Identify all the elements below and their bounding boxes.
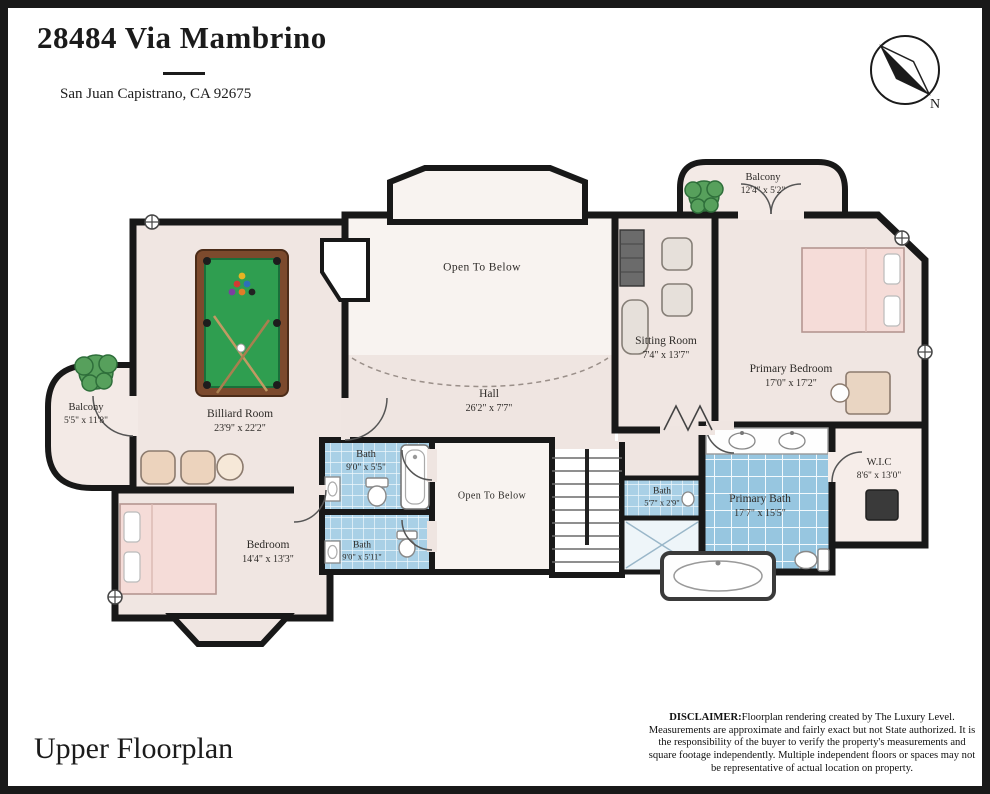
doors [92,183,863,552]
wic-walls [828,421,929,549]
room-name: Hall [479,388,499,401]
floorplan-level-title: Upper Floorplan [34,732,234,765]
room-name: Bedroom [246,539,290,552]
room-name: Balcony [745,172,781,184]
room-name: Primary Bedroom [749,363,833,376]
room-label-open-to-below-mid: Open To Below [458,490,526,503]
room-label-bedroom: Bedroom 14'4" x 13'3" [242,538,294,566]
room-label-open-to-below-top: Open To Below [443,261,521,276]
balcony-top-walls [677,159,848,218]
pool-table [195,249,289,397]
room-label-balcony-left: Balcony 5'5" x 11'8" [64,401,108,427]
room-label-bath-upper: Bath 9'0" x 5'5" [346,448,386,474]
room-dims: 8'6" x 13'0" [856,470,902,481]
room-label-bath-small: Bath 5'7" x 2'9" [644,485,680,508]
room-name: Open To Below [457,490,527,502]
room-dims: 26'2" x 7'7" [465,402,513,414]
furniture [119,229,905,595]
bathtub-bay [660,551,776,601]
primary-bath-vanity [705,427,829,455]
primary-bed [801,247,905,333]
room-label-bath-lower: Bath 9'0" x 5'11" [342,539,381,562]
hall-area [345,355,615,445]
room-label-primary-bath: Primary Bath 17'7" x 15'5" [729,492,791,520]
billiard-armchairs [140,450,244,485]
bathtub-upper-bath [400,444,430,510]
room-label-billiard-room: Billiard Room 23'9" x 22'2" [207,407,273,435]
chimney-niche [320,238,370,302]
top-bay-window [387,165,588,225]
toilet-upper-bath [365,477,389,507]
bedroom-bay-window [165,613,295,647]
room-label-hall: Hall 26'2" x 7'7" [466,387,513,415]
room-name: Sitting Room [635,335,697,348]
room-dims: 9'0" x 5'11" [342,551,382,562]
page-title: 28484 Via Mambrino [37,20,327,55]
disclaimer-label: DISCLAIMER: [669,712,742,723]
window-icon [917,344,933,360]
window-icon [144,214,160,230]
room-name: Bath [353,540,371,551]
room-dims: 12'4" x 5'2" [740,185,786,196]
window-icon [894,230,910,246]
room-dims: 5'7" x 2'9" [644,497,680,508]
room-dims: 14'4" x 13'3" [242,553,294,565]
balcony-left-walls [45,362,136,491]
sink-upper-bath [324,476,341,502]
room-name: Primary Bath [729,493,791,506]
room-label-wic: W.I.C 8'6" x 13'0" [857,456,901,482]
toilet-lower-bath [396,530,418,558]
room-label-balcony-top: Balcony 12'4" x 5'2" [741,171,785,197]
room-name: Balcony [68,402,104,414]
stairwell-void [429,437,555,575]
rooms-walls [111,165,929,647]
compass-north-label: N [930,97,940,112]
plant-icon [684,180,724,214]
primary-desk [830,371,891,415]
plant-icon [74,354,118,392]
open-to-below-boundary [351,357,609,388]
compass-icon: N [870,35,940,112]
room-dims: 7'4" x 13'7" [642,349,690,361]
sink-lower-bath [324,540,341,564]
room-dims: 17'7" x 15'5" [734,507,786,519]
room-name: Bath [653,486,671,497]
wic-island [865,489,899,521]
room-dims: 17'0" x 17'2" [765,377,817,389]
disclaimer-text: DISCLAIMER:Floorplan rendering created b… [645,712,979,776]
room-dims: 23'9" x 22'2" [214,422,266,434]
room-dims: 9'0" x 5'5" [346,462,386,473]
stairs-top-opening [555,441,619,449]
hall-extension [618,430,704,478]
room-name: Billiard Room [206,408,274,421]
sitting-room-furniture [619,229,693,355]
window-icon [107,589,123,605]
room-label-sitting-room: Sitting Room 7'4" x 13'7" [635,334,697,362]
room-dims: 5'5" x 11'8" [63,415,109,426]
details [107,214,933,605]
disclaimer-body: Floorplan rendering created by The Luxur… [648,712,976,774]
room-name: Bath [356,449,376,461]
room-label-primary-bedroom: Primary Bedroom 17'0" x 17'2" [750,362,833,390]
page-subtitle: San Juan Capistrano, CA 92675 [60,86,252,102]
folding-door [663,404,713,432]
room-name: Open To Below [443,261,521,274]
sink-small-bath [681,491,695,507]
balconies [45,159,848,491]
bedroom-bed [119,503,217,595]
room-name: W.I.C [866,457,892,469]
toilet-primary-bath [794,548,830,572]
title-underline [163,72,205,75]
